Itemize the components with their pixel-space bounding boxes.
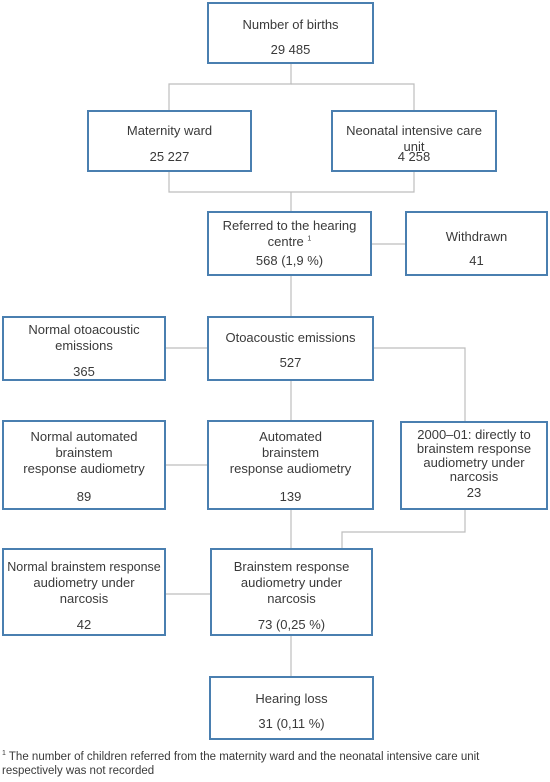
bera-box: Brainstem response audiometry under narc… xyxy=(210,548,373,636)
withdrawn-label: Withdrawn xyxy=(445,229,508,244)
births-label: Number of births xyxy=(242,17,339,32)
normal-oae-label-1: Normal otoacoustic xyxy=(28,322,140,337)
bera-value: 73 (0,25 %) xyxy=(257,617,326,632)
direct-value: 23 xyxy=(466,485,482,500)
aabr-box: Automated brainstem response audiometry … xyxy=(207,420,374,510)
normal-oae-label-2: emissions xyxy=(55,338,113,353)
maternity-ward-label: Maternity ward xyxy=(126,123,213,138)
direct-label-1: 2000–01: directly to xyxy=(417,427,531,442)
footnote-text-2: respectively was not recorded xyxy=(2,765,155,777)
referred-value: 568 (1,9 %) xyxy=(255,253,324,268)
normal-aabr-value: 89 xyxy=(76,489,92,504)
footnote-text-1: The number of children referred from the… xyxy=(8,751,480,763)
direct-bera-box: 2000–01: directly to brainstem response … xyxy=(400,421,548,510)
oae-value: 527 xyxy=(279,355,302,370)
births-box: Number of births 29 485 xyxy=(207,2,374,64)
normal-oae-box: Normal otoacoustic emissions 365 xyxy=(2,316,166,381)
referred-label-wrap: Referred to the hearing centre 1 xyxy=(217,218,362,250)
normal-aabr-label-2: brainstem xyxy=(55,445,113,460)
nicu-label: Neonatal intensive care unit xyxy=(346,123,482,154)
aabr-value: 139 xyxy=(279,489,302,504)
normal-bera-label-1: Normal brainstem response xyxy=(7,560,161,574)
normal-bera-value: 42 xyxy=(76,617,92,632)
bera-label-3: narcosis xyxy=(267,591,316,606)
referred-box: Referred to the hearing centre 1 568 (1,… xyxy=(207,211,372,276)
oae-label: Otoacoustic emissions xyxy=(225,330,356,345)
hearing-loss-value: 31 (0,11 %) xyxy=(258,716,325,731)
normal-aabr-label-1: Normal automated xyxy=(30,429,138,444)
hearing-loss-label: Hearing loss xyxy=(255,691,328,706)
bera-label-2: audiometry under xyxy=(240,575,343,590)
births-value: 29 485 xyxy=(270,42,311,57)
footnote-marker: 1 xyxy=(2,750,6,758)
normal-bera-box: Normal brainstem response audiometry und… xyxy=(2,548,166,636)
referred-label: Referred to the hearing centre xyxy=(222,218,357,249)
direct-label-3: audiometry under xyxy=(423,455,525,470)
aabr-label-1: Automated xyxy=(259,429,322,444)
normal-oae-value: 365 xyxy=(73,364,95,379)
normal-bera-label-2: audiometry under xyxy=(33,575,135,590)
nicu-box: Neonatal intensive care unit 4 258 xyxy=(331,110,497,172)
normal-bera-label-3: narcosis xyxy=(59,591,109,606)
maternity-ward-box: Maternity ward 25 227 xyxy=(87,110,252,172)
direct-label-2: brainstem response xyxy=(416,441,532,456)
footnote-marker-ref: 1 xyxy=(307,235,312,243)
footnote: 1 The number of children referred from t… xyxy=(2,750,550,778)
withdrawn-box: Withdrawn 41 xyxy=(405,211,548,276)
hearing-loss-box: Hearing loss 31 (0,11 %) xyxy=(209,676,374,740)
oae-box: Otoacoustic emissions 527 xyxy=(207,316,374,381)
aabr-label-3: response audiometry xyxy=(229,461,352,476)
direct-label-4: narcosis xyxy=(449,469,499,484)
normal-aabr-box: Normal automated brainstem response audi… xyxy=(2,420,166,510)
maternity-ward-value: 25 227 xyxy=(149,149,190,164)
aabr-label-2: brainstem xyxy=(261,445,320,460)
normal-aabr-label-3: response audiometry xyxy=(23,461,145,476)
withdrawn-value: 41 xyxy=(469,253,484,268)
nicu-value: 4 258 xyxy=(397,149,431,164)
footnote-line-1: 1 The number of children referred from t… xyxy=(2,750,550,764)
bera-label-1: Brainstem response xyxy=(233,559,350,574)
